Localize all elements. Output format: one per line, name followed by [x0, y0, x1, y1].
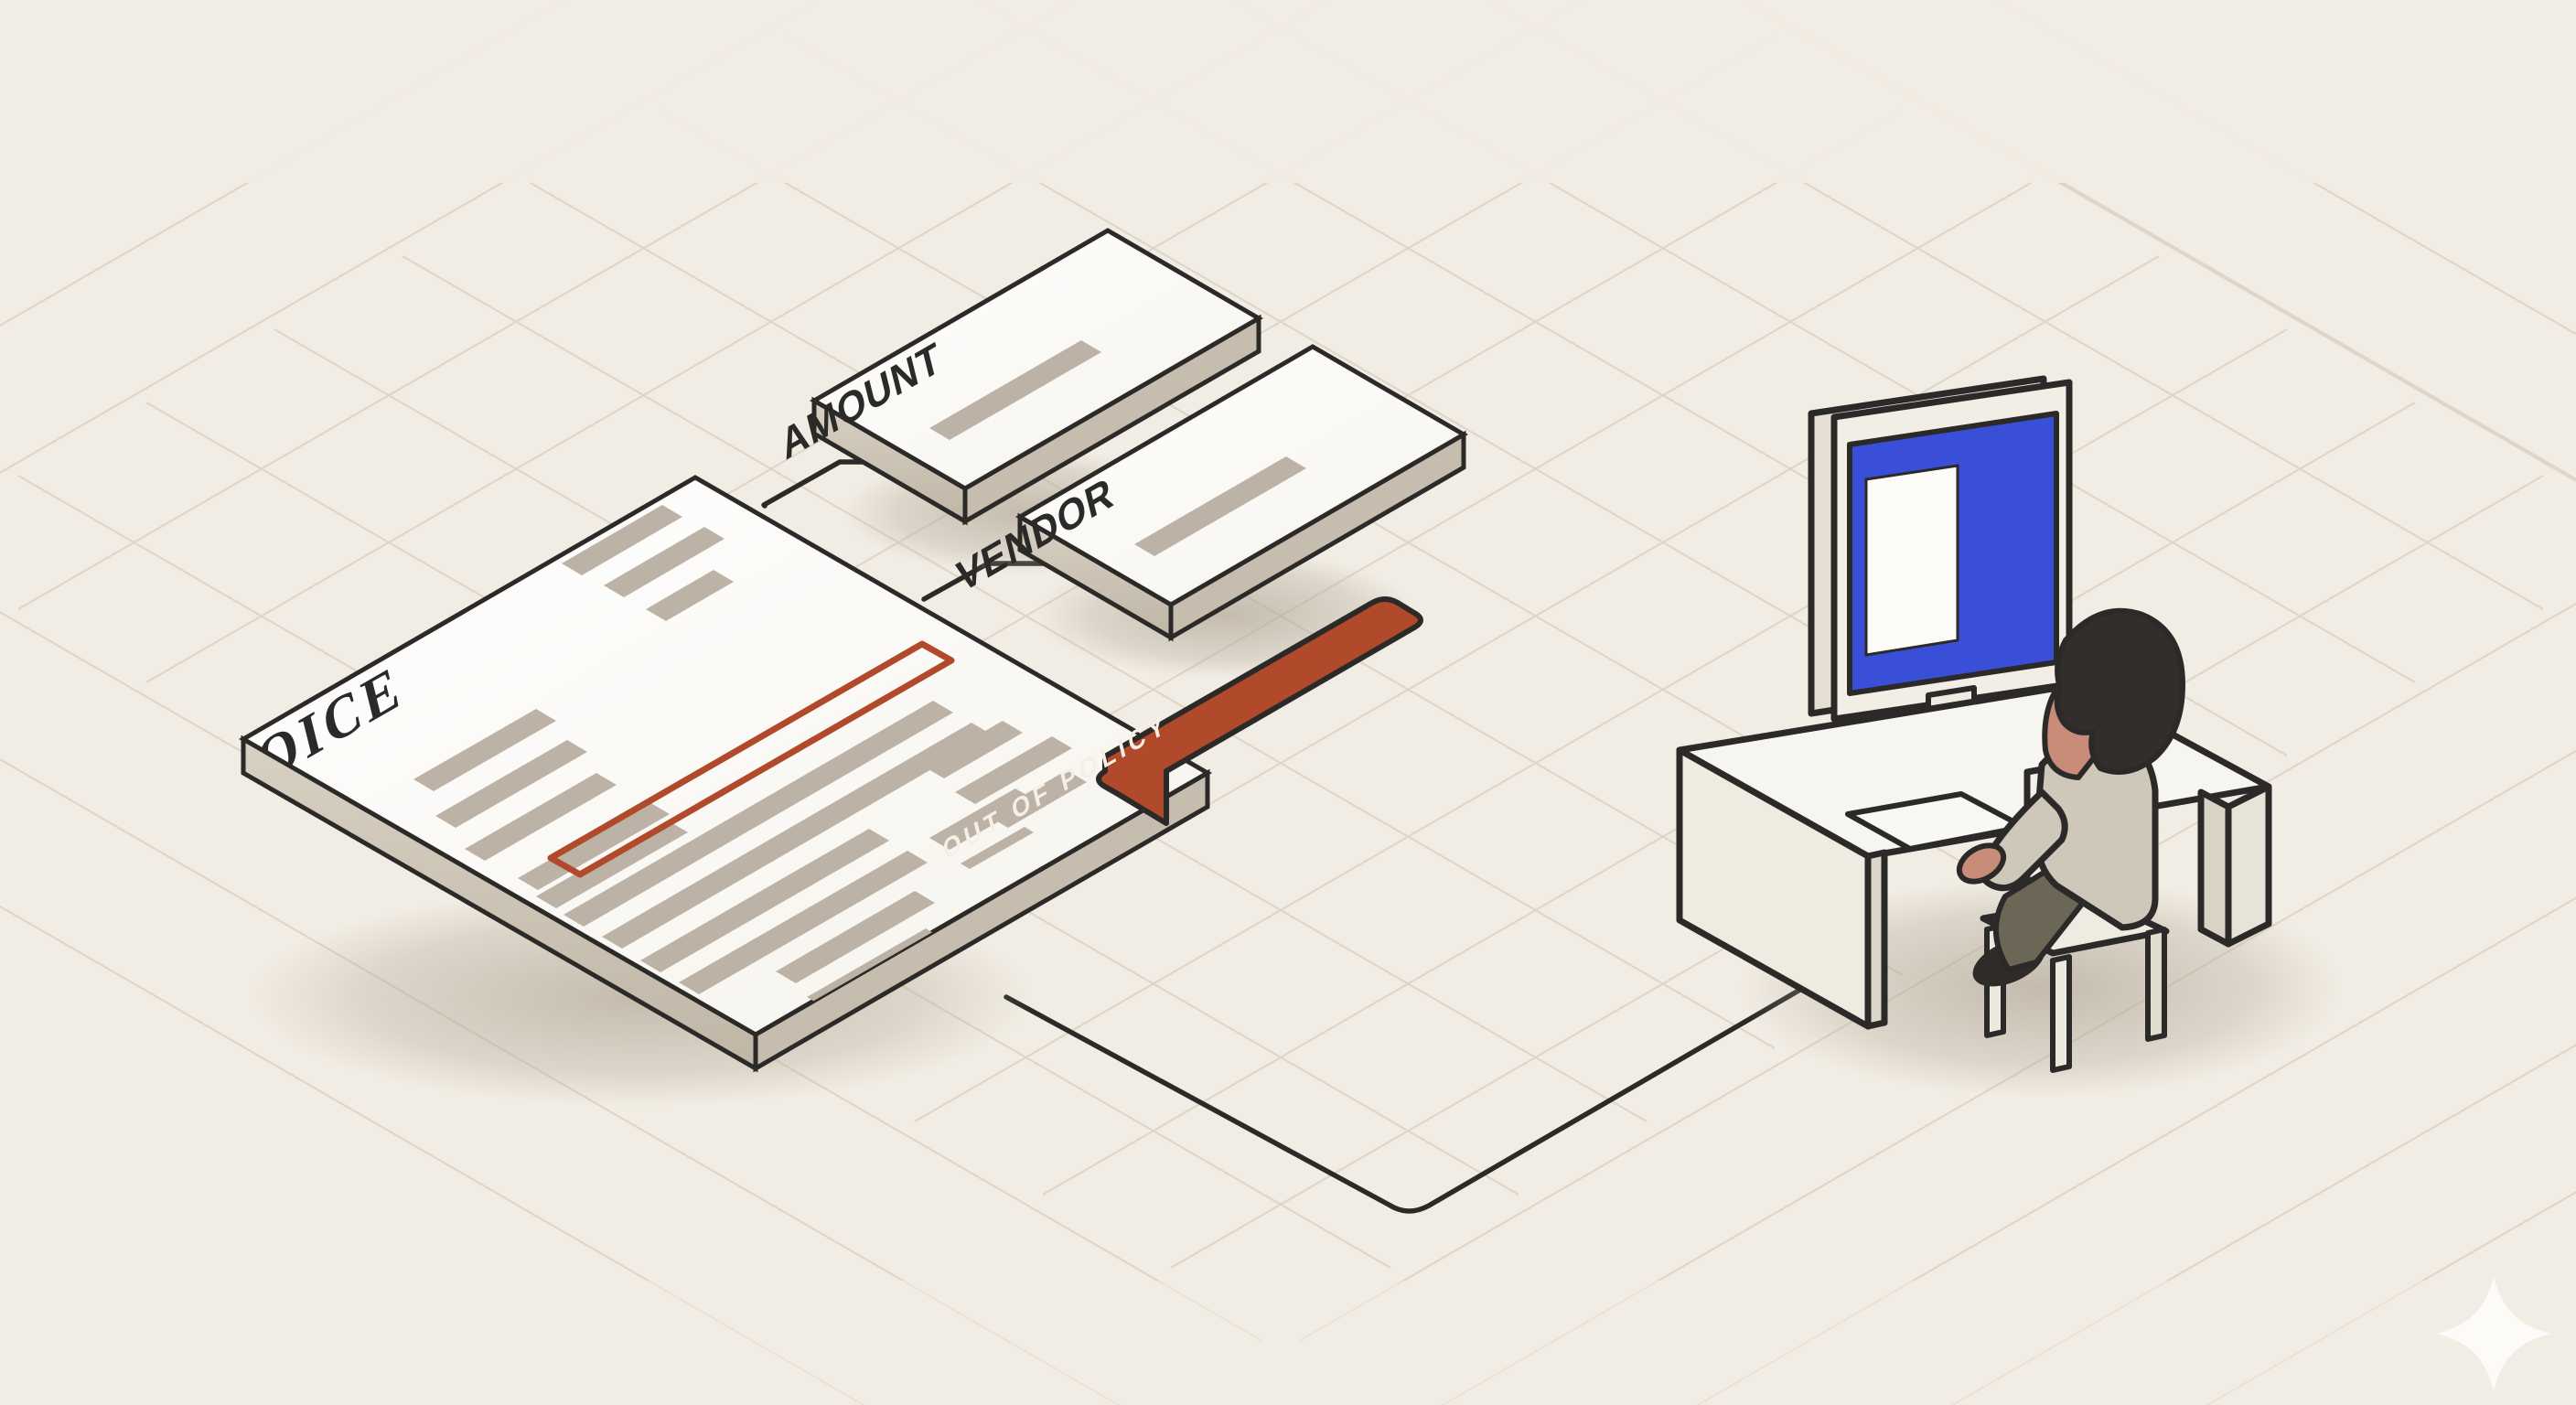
person-hair — [2054, 607, 2185, 775]
shadow-workstation — [1738, 878, 2342, 1098]
screen-document-page — [1864, 464, 1959, 657]
vendor-card-value-bar — [1134, 456, 1306, 556]
invoice-body-mid-lines — [536, 701, 992, 994]
desk-leg-right — [2225, 783, 2272, 948]
screen-document: INVOICE — [1864, 464, 1959, 657]
sparkle-icon — [2437, 1277, 2550, 1390]
desk-leg-right-inner — [2197, 788, 2232, 948]
connector-invoice-to-workstation — [1004, 978, 1819, 1214]
invoice-header-lines — [562, 505, 734, 621]
invoice-body-right-lines — [924, 721, 1087, 869]
amount-card-surface — [810, 228, 1263, 491]
person-hand — [1956, 842, 2007, 885]
vendor-card-surface — [1015, 344, 1468, 607]
amount-card-value-bar — [929, 340, 1101, 440]
chair-leg-back-right — [2145, 927, 2167, 1042]
person-reviewer — [1956, 607, 2185, 987]
flag-shape — [1096, 596, 1423, 826]
desk[interactable] — [1676, 681, 2272, 1030]
workstation: INVOICE — [1676, 195, 2272, 1073]
invoice-highlight-box[interactable] — [547, 640, 955, 878]
desk-side-panel — [1864, 849, 1888, 1030]
chair-leg-front-right — [2050, 954, 2072, 1073]
invoice-body-left-lines — [413, 709, 670, 890]
invoice-document[interactable]: INVOICE — [150, 475, 1212, 1073]
card-amount[interactable]: AMOUNT — [777, 228, 1263, 526]
monitor[interactable]: INVOICE — [1808, 195, 2073, 765]
